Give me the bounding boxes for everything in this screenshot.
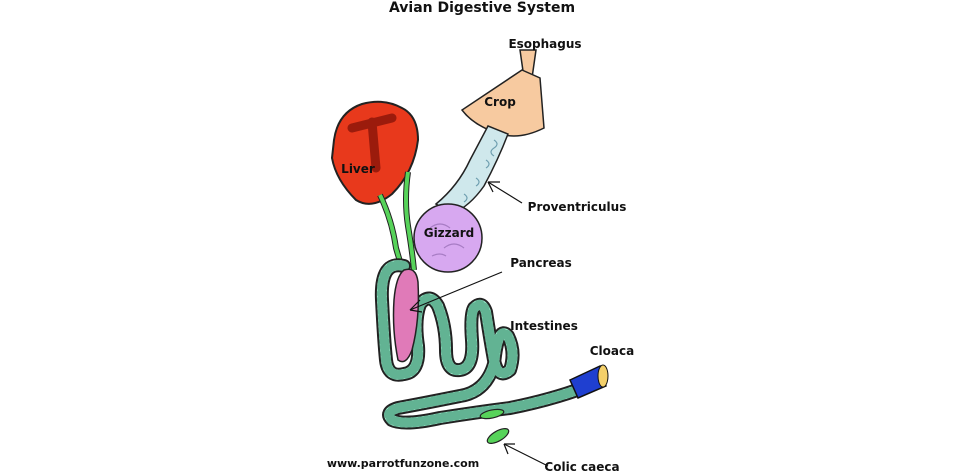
cloaca-opening: [597, 364, 609, 388]
pancreas-pointer-line: [409, 271, 503, 311]
label-proventriculus: Proventriculus: [528, 200, 627, 214]
proventriculus-texture: [463, 139, 498, 203]
colic-caeca-lower: [486, 428, 510, 444]
label-intestines: Intestines: [510, 319, 578, 333]
gizzard-shape: [413, 203, 483, 273]
colic-caeca-pointer-arrow: [503, 443, 515, 455]
label-liver: Liver: [341, 162, 375, 176]
label-colic-caeca: Colic caeca: [544, 460, 619, 474]
pancreas-pointer-arrow: [409, 299, 423, 313]
pancreas-shape: [392, 268, 420, 363]
colic-caeca-upper: [479, 408, 505, 420]
label-crop: Crop: [484, 95, 516, 109]
intestines-shape: [374, 258, 605, 430]
cloaca-shape: [569, 364, 607, 399]
gizzard-texture: [429, 223, 465, 257]
liver-marking: [347, 113, 397, 173]
proventriculus-pointer-line: [487, 181, 523, 204]
label-pancreas: Pancreas: [510, 256, 572, 270]
footer-url: www.parrotfunzone.com: [327, 457, 479, 470]
label-cloaca: Cloaca: [590, 344, 634, 358]
label-esophagus: Esophagus: [508, 37, 581, 51]
bile-duct-2-fill: [404, 171, 416, 271]
proventriculus-pointer-arrow: [487, 181, 500, 193]
label-gizzard: Gizzard: [424, 226, 475, 240]
proventriculus-shape: [434, 125, 509, 215]
diagram-title: Avian Digestive System: [389, 0, 575, 16]
colic-caeca-pointer-line: [503, 443, 549, 467]
